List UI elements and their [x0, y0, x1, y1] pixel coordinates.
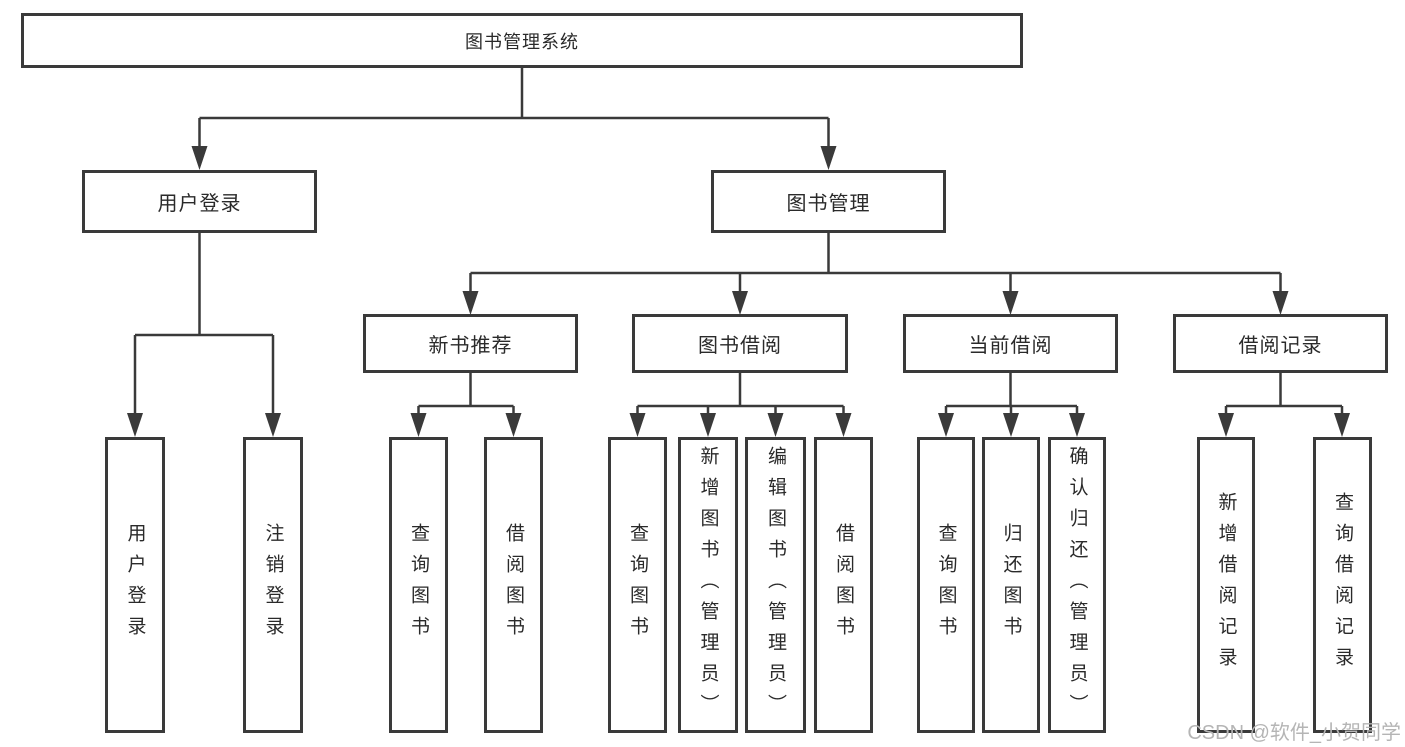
- leaf-borrow-borrow-books: 借阅图书: [814, 437, 873, 733]
- node-current-borrowing: 当前借阅: [903, 314, 1118, 373]
- leaf-borrow-add-books-admin-label: 新增图书（管理员）: [697, 445, 719, 725]
- leaf-borrow-edit-books-admin: 编辑图书（管理员）: [745, 437, 806, 733]
- leaf-logout: 注销登录: [243, 437, 303, 733]
- leaf-newrec-query-books-label: 查询图书: [408, 523, 429, 647]
- leaf-logout-label: 注销登录: [262, 523, 284, 647]
- leaf-borrow-edit-books-admin-label: 编辑图书（管理员）: [765, 445, 786, 725]
- node-borrowing-records: 借阅记录: [1173, 314, 1388, 373]
- leaf-newrec-borrow-books: 借阅图书: [484, 437, 543, 733]
- leaf-user-login-label: 用户登录: [124, 523, 146, 647]
- leaf-current-query-books-label: 查询图书: [935, 523, 957, 647]
- node-new-book-recommendation: 新书推荐: [363, 314, 578, 373]
- leaf-user-login: 用户登录: [105, 437, 165, 733]
- leaf-borrow-borrow-books-label: 借阅图书: [833, 523, 854, 647]
- node-book-management: 图书管理: [711, 170, 946, 233]
- leaf-current-return-books: 归还图书: [982, 437, 1040, 733]
- leaf-current-confirm-return-admin: 确认归还（管理员）: [1048, 437, 1106, 733]
- leaf-records-query-record: 查询借阅记录: [1313, 437, 1372, 733]
- leaf-current-return-books-label: 归还图书: [1000, 523, 1022, 647]
- node-user-login: 用户登录: [82, 170, 317, 233]
- leaf-borrow-query-books: 查询图书: [608, 437, 667, 733]
- leaf-borrow-add-books-admin: 新增图书（管理员）: [678, 437, 738, 733]
- leaf-newrec-borrow-books-label: 借阅图书: [503, 523, 524, 647]
- leaf-records-query-record-label: 查询借阅记录: [1332, 492, 1353, 678]
- node-library-system: 图书管理系统: [21, 13, 1023, 68]
- leaf-current-query-books: 查询图书: [917, 437, 975, 733]
- leaf-records-add-record: 新增借阅记录: [1197, 437, 1255, 733]
- leaf-newrec-query-books: 查询图书: [389, 437, 448, 733]
- node-book-borrowing: 图书借阅: [632, 314, 848, 373]
- leaf-borrow-query-books-label: 查询图书: [627, 523, 648, 647]
- csdn-watermark: CSDN @软件_小贺同学: [1187, 722, 1401, 744]
- leaf-records-add-record-label: 新增借阅记录: [1215, 492, 1237, 678]
- leaf-current-confirm-return-admin-label: 确认归还（管理员）: [1066, 445, 1088, 725]
